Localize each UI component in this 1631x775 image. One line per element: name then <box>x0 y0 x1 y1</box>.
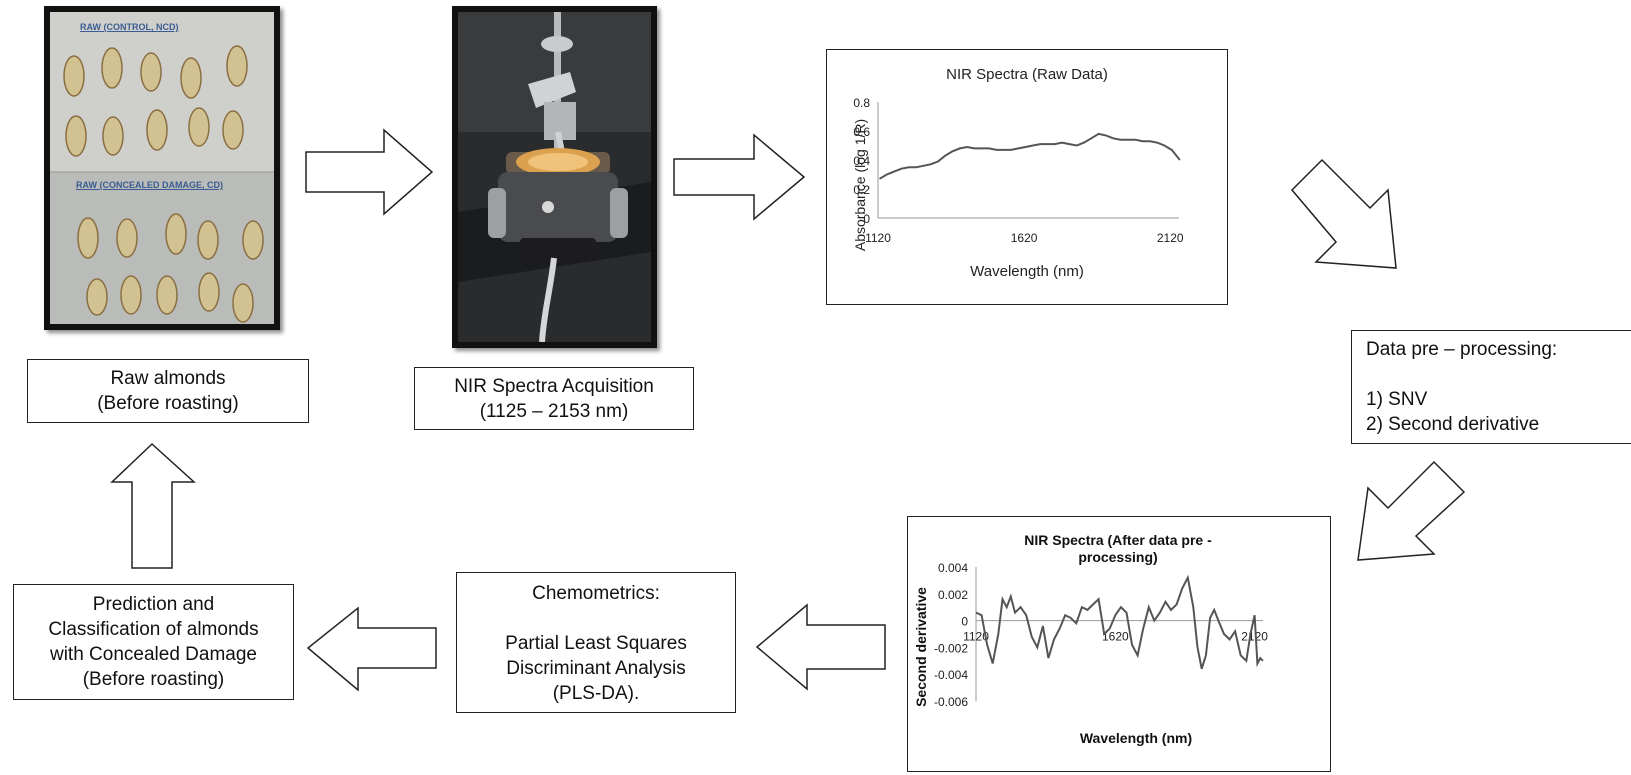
x-tick-label: 1620 <box>1102 630 1129 644</box>
x-tick-label: 1120 <box>963 630 989 644</box>
y-tick-label: -0.002 <box>934 641 968 655</box>
raw-spectra-chart: NIR Spectra (Raw Data) Wavelength (nm) A… <box>852 66 1184 280</box>
series-line-raw-spectrum <box>878 132 1181 180</box>
x-axis-label: Wavelength (nm) <box>1080 730 1192 746</box>
x-tick-label: 1620 <box>1011 231 1038 245</box>
chemometrics-line3: (PLS-DA). <box>552 683 640 704</box>
prediction-line2: Classification of almonds <box>48 619 259 640</box>
x-tick-label: 2120 <box>1157 231 1184 245</box>
chart-title-line2: processing) <box>1078 549 1157 565</box>
raw-spectra-chart-box: NIR Spectra (Raw Data) Wavelength (nm) A… <box>826 49 1228 305</box>
chemometrics-title: Chemometrics: <box>532 583 660 604</box>
y-tick-label: 0 <box>863 212 870 226</box>
prediction-line4: (Before roasting) <box>82 669 225 690</box>
almonds-photo: RAW (CONTROL, NCD) RAW (CONCEALED DAMAGE… <box>44 6 280 330</box>
y-tick-label: -0.004 <box>934 668 968 682</box>
y-tick-label: 0 <box>961 615 968 629</box>
acquisition-box: NIR Spectra Acquisition (1125 – 2153 nm) <box>414 367 694 430</box>
y-axis-label: Second derivative <box>913 587 929 707</box>
prediction-box: Prediction and Classification of almonds… <box>13 584 294 700</box>
series-line-second-derivative <box>975 574 1264 670</box>
preprocessing-box: Data pre – processing: 1) SNV 2) Second … <box>1351 330 1631 444</box>
almonds-photo-drawing <box>50 12 274 324</box>
y-tick-label: 0.002 <box>938 588 968 602</box>
chart-title: NIR Spectra (Raw Data) <box>946 66 1108 83</box>
arrow-chart-to-chemometrics <box>755 603 886 691</box>
chemometrics-line1: Partial Least Squares <box>505 633 687 654</box>
almonds-label-control: RAW (CONTROL, NCD) <box>80 22 179 32</box>
x-axis-label: Wavelength (nm) <box>970 263 1084 280</box>
acquisition-line2: (1125 – 2153 nm) <box>479 400 629 422</box>
prediction-line1: Prediction and <box>92 594 215 615</box>
chart-title-line1: NIR Spectra (After data pre - <box>1024 532 1212 548</box>
spectrometer-photo-drawing <box>458 12 651 342</box>
y-axis-label: Absorbance (log 1/R) <box>852 119 868 251</box>
raw-almonds-line2: (Before roasting) <box>97 393 239 414</box>
arrow-prediction-to-raw <box>110 442 196 569</box>
preprocessed-spectra-chart: NIR Spectra (After data pre - processing… <box>913 532 1268 746</box>
preprocessing-step2: 2) Second derivative <box>1366 414 1540 435</box>
y-tick-label: 0.004 <box>938 561 968 575</box>
arrow-chart-to-preprocessing <box>1290 158 1397 269</box>
arrow-photo-to-spectrometer <box>305 128 434 216</box>
preprocessing-step1: 1) SNV <box>1366 389 1428 410</box>
raw-almonds-box: Raw almonds (Before roasting) <box>27 359 309 423</box>
arrow-spectrometer-to-chart <box>673 133 806 221</box>
almonds-label-damage: RAW (CONCEALED DAMAGE, CD) <box>76 180 223 190</box>
preprocessing-title: Data pre – processing: <box>1366 339 1558 360</box>
y-tick-label: 0.6 <box>853 125 870 139</box>
prediction-line3: with Concealed Damage <box>49 644 257 665</box>
chemometrics-line2: Discriminant Analysis <box>506 658 686 679</box>
arrow-chemometrics-to-prediction <box>306 606 437 692</box>
x-tick-label: 1120 <box>865 231 891 245</box>
spectrometer-photo <box>452 6 657 348</box>
arrow-preprocessing-to-chart <box>1357 460 1466 561</box>
preprocessed-spectra-chart-box: NIR Spectra (After data pre - processing… <box>907 516 1331 772</box>
y-tick-label: 0.8 <box>853 96 870 110</box>
x-tick-label: 2120 <box>1241 630 1268 644</box>
y-tick-label: 0.2 <box>853 183 870 197</box>
acquisition-line1: NIR Spectra Acquisition <box>454 375 654 397</box>
raw-almonds-line1: Raw almonds <box>110 368 226 389</box>
y-tick-label: -0.006 <box>934 695 968 709</box>
y-tick-label: 0.4 <box>853 154 870 168</box>
chemometrics-box: Chemometrics: Partial Least Squares Disc… <box>456 572 736 713</box>
